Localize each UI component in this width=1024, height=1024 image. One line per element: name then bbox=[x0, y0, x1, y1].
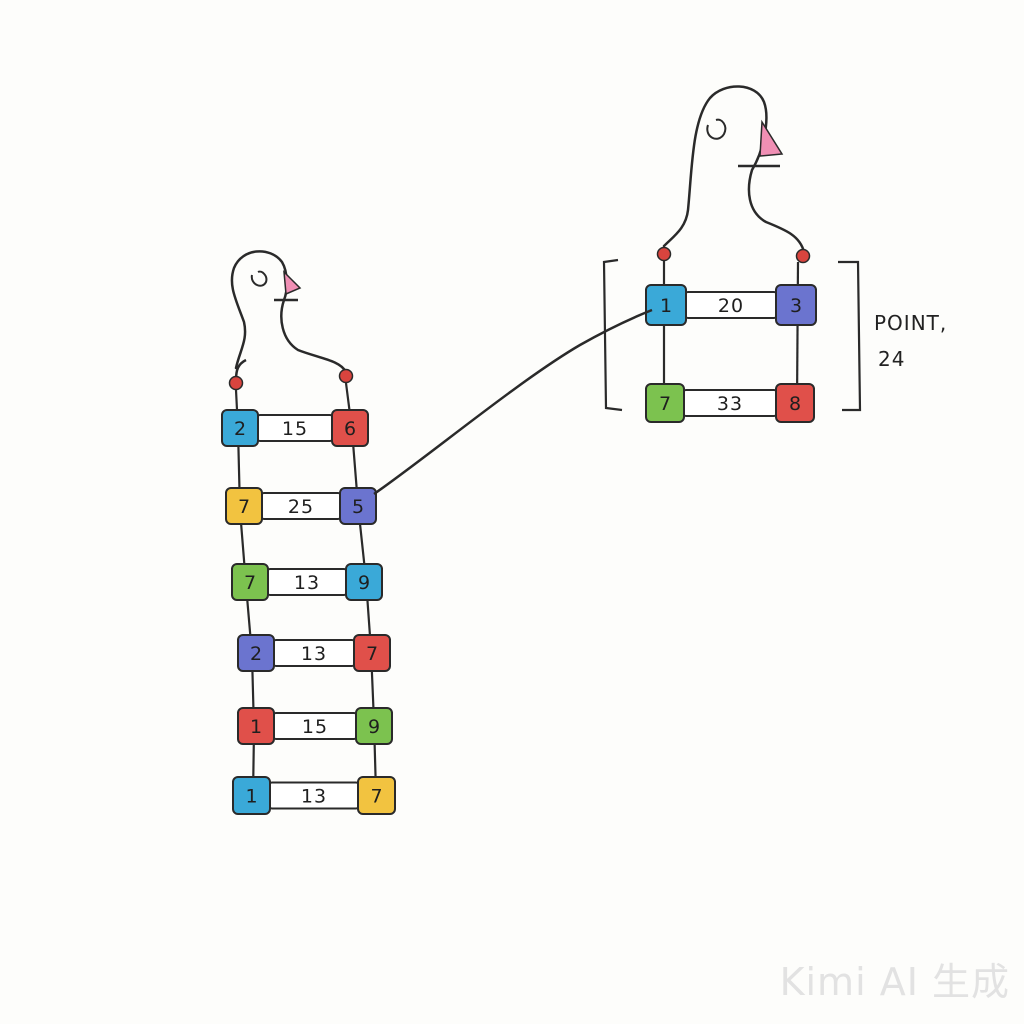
right-ladder-left-node bbox=[645, 383, 685, 423]
right-ladder-row: 33 7 8 bbox=[645, 383, 815, 423]
right-ladder-rung-label: 33 bbox=[717, 393, 743, 415]
left-ladder-right-node-label: 9 bbox=[358, 572, 370, 594]
left-ladder-left-node bbox=[225, 487, 263, 525]
left-ladder-right-node bbox=[357, 776, 396, 815]
annotation-line2: 24 bbox=[878, 347, 905, 371]
left-ladder-rung-label: 15 bbox=[302, 716, 328, 738]
right-ladder-left-node-label: 7 bbox=[659, 393, 671, 415]
right-bracket bbox=[838, 260, 862, 412]
right-ladder-right-node bbox=[775, 284, 817, 326]
left-ladder-left-node-label: 7 bbox=[238, 496, 250, 518]
right-beak bbox=[759, 119, 784, 157]
left-ladder-right-node-label: 5 bbox=[352, 496, 364, 518]
left-beak bbox=[283, 270, 302, 296]
right-ladder-right-node-label: 3 bbox=[790, 295, 802, 317]
left-ladder-row: 13 7 9 bbox=[231, 563, 383, 601]
left-ladder-left-node-label: 1 bbox=[245, 786, 257, 808]
left-ladder-left-node-label: 2 bbox=[234, 418, 246, 440]
left-ladder-left-node-label: 7 bbox=[244, 572, 256, 594]
left-ladder-left-node bbox=[231, 563, 269, 601]
left-ladder-right-node-label: 6 bbox=[344, 418, 356, 440]
watermark-text: Kimi AI 生成 bbox=[779, 960, 1010, 1004]
connector-line bbox=[373, 308, 653, 496]
left-ladder-left-node bbox=[232, 776, 271, 815]
left-ladder-right-node bbox=[331, 409, 369, 447]
right-ladder-right-node bbox=[775, 383, 815, 423]
right-ladder-left-node-label: 1 bbox=[660, 295, 672, 317]
left-ladder-right-node-label: 7 bbox=[370, 786, 382, 808]
left-ladder-rung-label: 13 bbox=[301, 643, 327, 665]
right-joint-right bbox=[795, 248, 811, 264]
left-ladder-right-node-label: 9 bbox=[368, 716, 380, 738]
left-bird-head bbox=[230, 250, 348, 381]
right-ladder-left-node bbox=[645, 284, 687, 326]
right-ladder-rung-label: 20 bbox=[718, 295, 744, 317]
left-joint-right bbox=[338, 368, 354, 384]
left-joint-left bbox=[228, 375, 244, 391]
annotation-line1: POINT, bbox=[874, 311, 947, 335]
left-ladder-right-node bbox=[353, 634, 391, 672]
left-ladder-rung-label: 25 bbox=[288, 496, 314, 518]
left-ladder-right-node-label: 7 bbox=[366, 643, 378, 665]
left-ladder-left-node bbox=[237, 634, 275, 672]
left-ladder-row: 13 1 7 bbox=[232, 776, 396, 815]
left-ladder-row: 13 2 7 bbox=[237, 634, 391, 672]
left-ladder-right-node bbox=[345, 563, 383, 601]
left-ladder-left-node bbox=[221, 409, 259, 447]
left-ladder-left-node bbox=[237, 707, 275, 745]
left-bracket bbox=[602, 258, 623, 412]
left-ladder-row: 25 7 5 bbox=[225, 487, 377, 525]
right-ladder-right-node-label: 8 bbox=[789, 393, 801, 415]
left-ladder-right-node bbox=[355, 707, 393, 745]
left-ladder-left-node-label: 1 bbox=[250, 716, 262, 738]
right-ladder-right-rail bbox=[795, 261, 800, 405]
right-bird-head bbox=[662, 85, 806, 254]
left-ladder-left-node-label: 2 bbox=[250, 643, 262, 665]
left-ladder-right-node bbox=[339, 487, 377, 525]
left-ladder-rung-label: 15 bbox=[282, 418, 308, 440]
left-ladder-rung-label: 13 bbox=[294, 572, 320, 594]
left-ladder-rung-label: 13 bbox=[301, 786, 327, 808]
right-joint-left bbox=[656, 246, 672, 262]
